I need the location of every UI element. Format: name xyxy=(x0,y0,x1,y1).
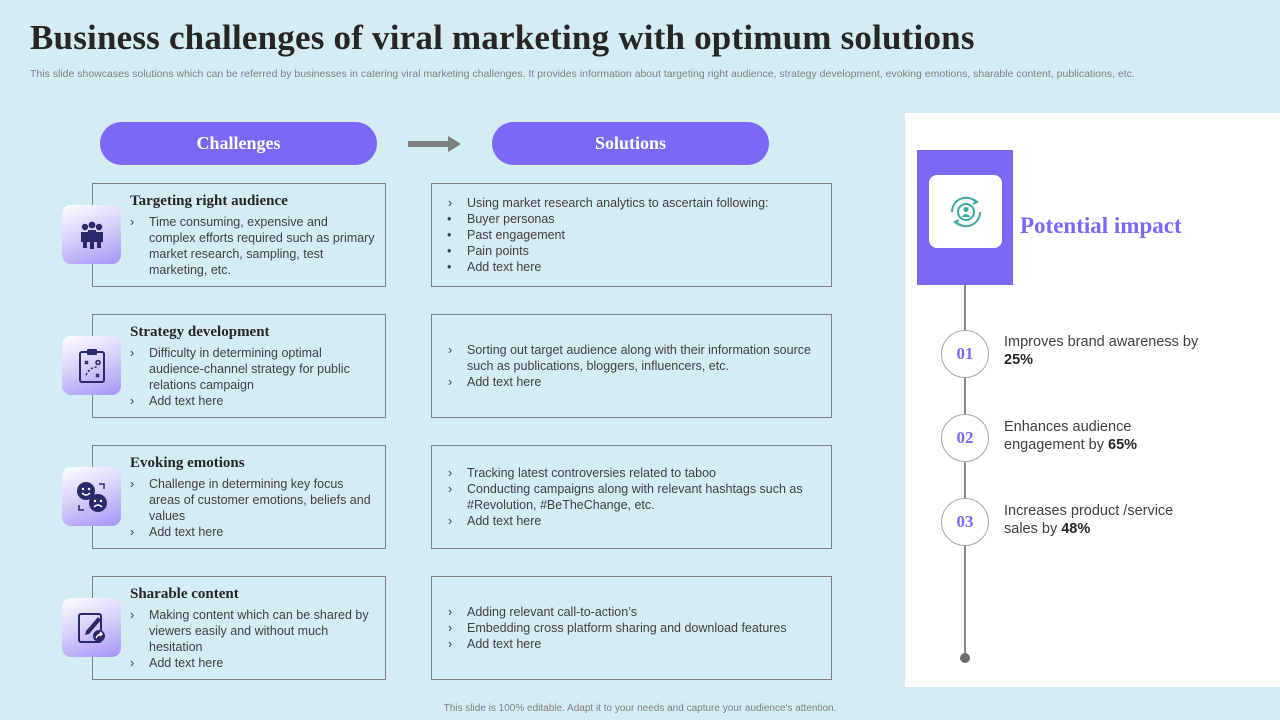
impact-item-text: Enhances audience engagement by 65% xyxy=(1004,419,1138,453)
challenges-header: Challenges xyxy=(100,122,377,165)
challenge-box-strategy: Strategy development Difficulty in deter… xyxy=(92,314,386,418)
challenge-box-targeting: Targeting right audience Time consuming,… xyxy=(92,183,386,287)
solution-point: Tracking latest controversies related to… xyxy=(448,465,815,481)
impact-number: 01 xyxy=(941,330,989,378)
challenge-box-sharable: Sharable content Making content which ca… xyxy=(92,576,386,680)
impact-item-text: Improves brand awareness by 25% xyxy=(1004,334,1199,368)
solution-point: Add text here xyxy=(448,636,815,652)
impact-number: 02 xyxy=(941,414,989,462)
challenge-heading: Targeting right audience xyxy=(130,193,288,209)
solution-box-targeting: Using market research analytics to ascer… xyxy=(431,183,832,287)
challenge-heading: Evoking emotions xyxy=(130,455,245,471)
solution-point: Sorting out target audience along with t… xyxy=(448,342,815,374)
impact-accent-block xyxy=(917,150,1013,285)
potential-impact-panel: Potential impact 01 Improves brand aware… xyxy=(905,113,1280,687)
strategy-clipboard-icon xyxy=(62,336,121,395)
solution-point: Conducting campaigns along with relevant… xyxy=(448,481,815,513)
solution-point: Using market research analytics to ascer… xyxy=(448,195,815,211)
solution-box-sharable: Adding relevant call-to-action’s Embeddi… xyxy=(431,576,832,680)
impact-number: 03 xyxy=(941,498,989,546)
challenge-box-emotions: Evoking emotions Challenge in determinin… xyxy=(92,445,386,549)
impact-title: Potential impact xyxy=(1020,213,1182,238)
solution-point: Add text here xyxy=(448,513,815,529)
solution-subpoint: Past engagement xyxy=(429,227,815,243)
challenge-point: Making content which can be shared by vi… xyxy=(130,607,375,655)
timeline-line xyxy=(964,285,966,657)
timeline-end-dot xyxy=(960,653,970,663)
slide-subtitle: This slide showcases solutions which can… xyxy=(30,68,1135,80)
solution-subpoint: Buyer personas xyxy=(429,211,815,227)
solution-point: Adding relevant call-to-action’s xyxy=(448,604,815,620)
solution-point: Embedding cross platform sharing and dow… xyxy=(448,620,815,636)
challenge-point: Time consuming, expensive and complex ef… xyxy=(130,214,375,278)
challenge-heading: Sharable content xyxy=(130,586,239,602)
challenge-point: Challenge in determining key focus areas… xyxy=(130,476,375,524)
impact-value: 25% xyxy=(1004,352,1034,368)
solutions-header: Solutions xyxy=(492,122,769,165)
group-people-icon xyxy=(62,205,121,264)
challenge-heading: Strategy development xyxy=(130,324,270,340)
solution-subpoint: Add text here xyxy=(429,259,815,275)
share-edit-icon xyxy=(62,598,121,657)
solution-subpoint: Pain points xyxy=(429,243,815,259)
right-arrow-icon xyxy=(408,136,461,152)
solution-box-strategy: Sorting out target audience along with t… xyxy=(431,314,832,418)
impact-value: 48% xyxy=(1061,521,1091,537)
impact-item-text: Increases product /service sales by 48% xyxy=(1004,503,1174,537)
audience-target-icon xyxy=(929,175,1002,248)
slide-title: Business challenges of viral marketing w… xyxy=(30,18,975,57)
slide-footer: This slide is 100% editable. Adapt it to… xyxy=(443,703,837,714)
challenge-point: Add text here xyxy=(130,655,375,671)
challenge-point: Add text here xyxy=(130,393,375,409)
impact-value: 65% xyxy=(1108,437,1138,453)
challenge-point: Difficulty in determining optimal audien… xyxy=(130,345,375,393)
challenge-point: Add text here xyxy=(130,524,375,540)
emotions-faces-icon xyxy=(62,467,121,526)
solution-box-emotions: Tracking latest controversies related to… xyxy=(431,445,832,549)
solution-point: Add text here xyxy=(448,374,815,390)
